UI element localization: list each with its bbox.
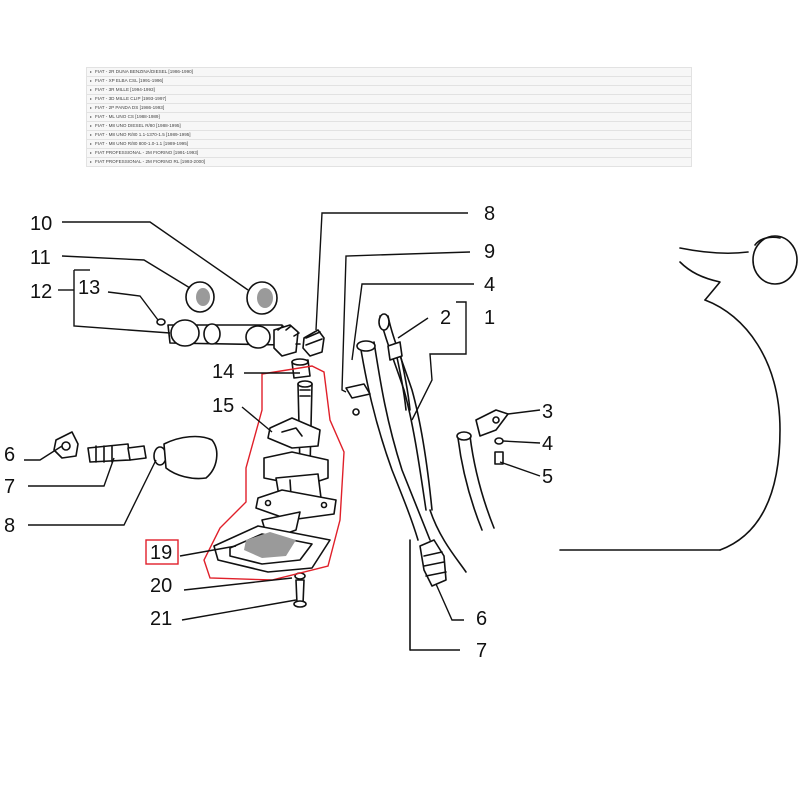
callout-1[interactable]: 1 [484, 307, 495, 329]
shift-rods [345, 313, 467, 651]
callout-4-right[interactable]: 4 [542, 433, 553, 455]
model-list-item[interactable]: FIAT - 2P PANDA DS [1986-1993] [86, 104, 692, 113]
model-list-item[interactable]: FIAT - 3R MILLE [1994-1993] [86, 86, 692, 95]
callout-10[interactable]: 10 [30, 213, 52, 235]
caret-right-icon [90, 151, 92, 154]
model-list-item[interactable]: FIAT - 2R DUNA BENZINA/DIESEL [1986-1990… [86, 68, 692, 77]
callout-7-bottom[interactable]: 7 [476, 640, 487, 662]
callout-12[interactable]: 12 [30, 281, 52, 303]
callout-20[interactable]: 20 [150, 575, 172, 597]
caret-right-icon [90, 115, 92, 118]
caret-right-icon [90, 79, 92, 82]
callout-6-bottom[interactable]: 6 [476, 608, 487, 630]
model-list-item-label: FIAT - M8 UNO R/80 1.1-1370-1.5 [1989-19… [95, 132, 191, 137]
callout-19-highlight-box [145, 539, 179, 565]
boot-bottom [419, 539, 447, 587]
model-list-item[interactable]: FIAT PROFESSIONAL - 2M FIORINO RL [1993-… [86, 158, 692, 167]
caret-right-icon [90, 160, 92, 163]
callout-7-left[interactable]: 7 [4, 476, 15, 498]
callout-3[interactable]: 3 [542, 401, 553, 423]
model-list-item-label: FIAT - 3R MILLE [1994-1993] [95, 87, 155, 92]
vehicle-model-list: FIAT - 2R DUNA BENZINA/DIESEL [1986-1990… [86, 67, 692, 167]
model-list-item[interactable]: FIAT PROFESSIONAL - 2M FIORINO [1991-199… [86, 149, 692, 158]
model-list-item[interactable]: FIAT - M8 UNO DIESEL R/80 [1988-1995] [86, 122, 692, 131]
callout-15[interactable]: 15 [212, 395, 234, 417]
callout-labels: 10 11 12 13 14 15 6 7 8 19 20 21 8 9 4 2… [4, 203, 553, 662]
sensor-top [302, 329, 325, 357]
model-list-item[interactable]: FIAT - 3D MILLE CLIP [1993-1997] [86, 95, 692, 104]
callout-8-top[interactable]: 8 [484, 203, 495, 225]
caret-right-icon [90, 70, 92, 73]
model-list-item-label: FIAT - 3D MILLE CLIP [1993-1997] [95, 96, 167, 101]
caret-right-icon [90, 97, 92, 100]
caret-right-icon [90, 142, 92, 145]
callout-13[interactable]: 13 [78, 277, 100, 299]
model-list-item-label: FIAT - 2P PANDA DS [1986-1993] [95, 105, 165, 110]
callout-5[interactable]: 5 [542, 466, 553, 488]
callout-2[interactable]: 2 [440, 307, 451, 329]
leader-lines [24, 212, 541, 651]
callout-11[interactable]: 11 [30, 247, 51, 269]
model-list-item-label: FIAT PROFESSIONAL - 2M FIORINO [1991-199… [95, 150, 199, 155]
callout-6-left[interactable]: 6 [4, 444, 15, 466]
callout-8-left[interactable]: 8 [4, 515, 15, 537]
callout-19[interactable]: 19 [150, 542, 172, 564]
model-list-item-label: FIAT - M8 UNO DIESEL R/80 [1988-1995] [95, 123, 181, 128]
model-list-item[interactable]: FIAT - M8 UNO R/80 1.1-1370-1.5 [1989-19… [86, 131, 692, 140]
callout-14[interactable]: 14 [212, 361, 234, 383]
reverse-switch-group [53, 431, 218, 480]
model-list-item-label: FIAT - M8 UNO R/80 800-1.0-1.1 [1989-199… [95, 141, 189, 146]
model-list-item[interactable]: FIAT - ML UNO CS [1988-1989] [86, 113, 692, 122]
gear-lever-housing [213, 380, 337, 608]
caret-right-icon [90, 124, 92, 127]
model-list-item[interactable]: FIAT - M8 UNO R/80 800-1.0-1.1 [1989-199… [86, 140, 692, 149]
callout-9[interactable]: 9 [484, 241, 495, 263]
model-list-item-label: FIAT - ML UNO CS [1988-1989] [95, 114, 160, 119]
caret-right-icon [90, 133, 92, 136]
model-list-item-label: FIAT - XP ELBA CSL [1991-1996] [95, 78, 164, 83]
vehicle-body-outline [559, 235, 798, 551]
selector-shaft-assembly [156, 281, 301, 357]
caret-right-icon [90, 88, 92, 91]
model-list-item-label: FIAT PROFESSIONAL - 2M FIORINO RL [1993-… [95, 159, 206, 164]
callout-21[interactable]: 21 [150, 608, 172, 630]
model-list-item[interactable]: FIAT - XP ELBA CSL [1991-1996] [86, 77, 692, 86]
right-bracket-group [456, 409, 509, 531]
callout-4-top[interactable]: 4 [484, 274, 495, 296]
model-list-item-label: FIAT - 2R DUNA BENZINA/DIESEL [1986-1990… [95, 69, 193, 74]
caret-right-icon [90, 106, 92, 109]
